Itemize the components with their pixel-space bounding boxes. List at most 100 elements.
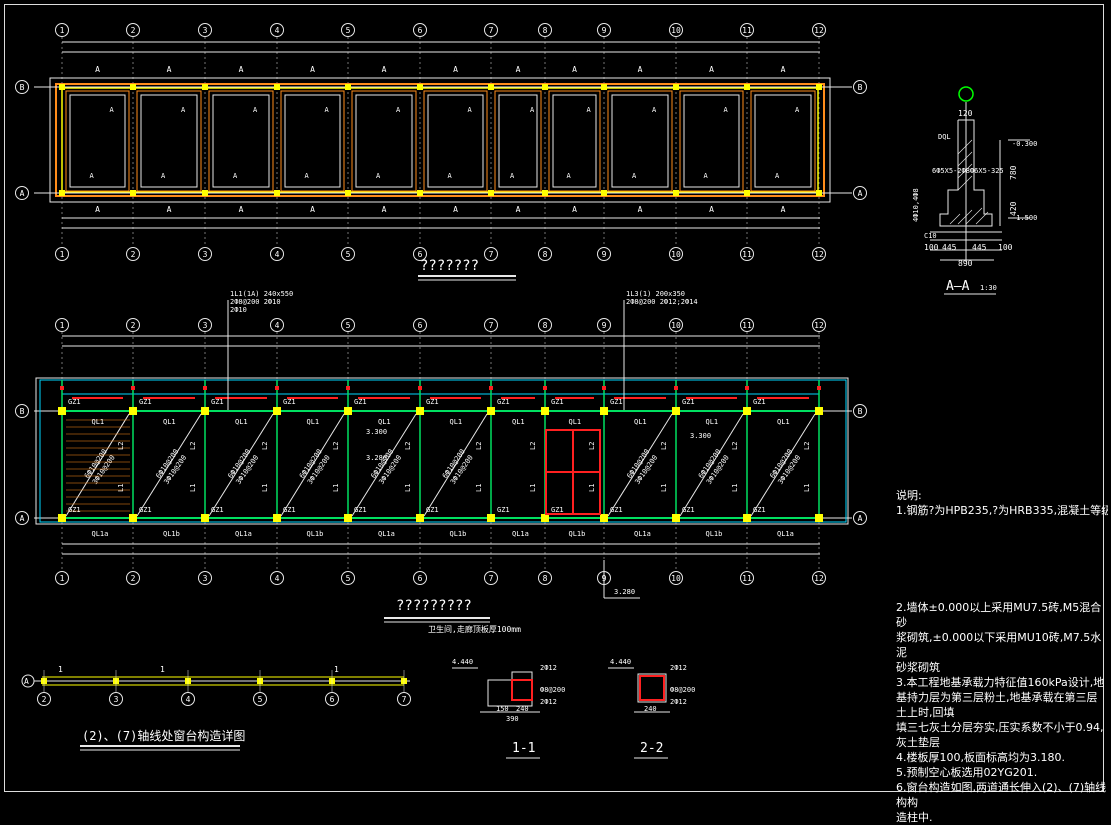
top-bay-2 — [140, 94, 198, 188]
top-axis-9-top-label: 9 — [602, 26, 607, 35]
top-axis-4-top: 4 — [270, 23, 284, 37]
top-column-a-8 — [542, 190, 548, 196]
top-column-a-10 — [673, 190, 679, 196]
top-axis-2-bottom-label: 2 — [131, 250, 136, 259]
top-bay-edge-9 — [607, 90, 673, 192]
callout-right-1: 1L3(1) 200x350 — [626, 290, 685, 298]
s22-rebar-bottom: 2Ф12 — [670, 698, 687, 706]
top-axis-B-right: B — [853, 80, 867, 94]
aa-dim-100a: 100 — [924, 243, 939, 252]
top-column-a-6 — [417, 190, 423, 196]
top-axis-3-bottom: 3 — [198, 247, 212, 261]
label-ql1-3: QL1 — [235, 418, 248, 426]
label-gz1-top-2: GZ1 — [139, 398, 152, 406]
elevation-1: 3.300 — [366, 428, 387, 436]
floor-axis-B-left: B — [15, 404, 29, 418]
note-line-5: 3.本工程地基承载力特征值160kPa设计,地 — [896, 676, 1105, 689]
floor-axis-12-top: 12 — [812, 318, 826, 332]
top-column-a-7 — [488, 190, 494, 196]
floor-axis-1-bottom-label: 1 — [60, 574, 65, 583]
top-plan-title: ??????? — [420, 258, 479, 274]
floor-axis-4-bottom: 4 — [270, 571, 284, 585]
top-axis-1-top: 1 — [55, 23, 69, 37]
top-mark-inner-4: A — [325, 106, 330, 114]
top-plan-labels: AAAAAAAAAAAAAAAAAAAAAAAAAAAAAAAAAAAAAAAA… — [90, 65, 801, 214]
floor-axis-12-bottom-label: 12 — [814, 574, 824, 583]
top-mark-lower-2: A — [161, 172, 166, 180]
floor-axis-6-top: 6 — [413, 318, 427, 332]
floor-column-a-1 — [58, 514, 66, 522]
top-mark-top-3: A — [239, 65, 244, 74]
label-gz1-bottom-10: GZ1 — [682, 506, 695, 514]
floor-axis-11-bottom-label: 11 — [742, 574, 752, 583]
floor-axis-2-top-label: 2 — [131, 321, 136, 330]
top-column-b-6 — [417, 84, 423, 90]
top-axis-1-top-label: 1 — [60, 26, 65, 35]
top-mark-top-8: A — [572, 65, 577, 74]
label-gz1-bottom-2: GZ1 — [139, 506, 152, 514]
top-mark-lower-4: A — [305, 172, 310, 180]
floor-column-b-3 — [201, 407, 209, 415]
hatch — [949, 139, 989, 225]
aa-text-c10: C10 — [924, 232, 937, 240]
label-gz1-top-4: GZ1 — [283, 398, 296, 406]
top-mark-lower-10: A — [704, 172, 709, 180]
label-ql1-2: QL1 — [163, 418, 176, 426]
aa-dim-445a: 445 — [942, 243, 957, 252]
label-l2-1: L2 — [117, 442, 125, 450]
floor-post-12 — [817, 386, 821, 390]
floor-axis-A-right: A — [853, 511, 867, 525]
s11-top: 4.440 — [452, 658, 473, 666]
floor-axis-1-bottom: 1 — [55, 571, 69, 585]
floor-axis-12-bottom: 12 — [812, 571, 826, 585]
floor-post-5 — [346, 386, 350, 390]
detail-axis-5-label: 5 — [258, 695, 263, 704]
floor-axis-5-bottom-label: 5 — [346, 574, 351, 583]
detail-cut-mark-3: 1 — [334, 665, 339, 674]
floor-column-b-7 — [487, 407, 495, 415]
top-bay-edge-3 — [208, 90, 274, 192]
top-bay-6 — [427, 94, 484, 188]
note-line-9: 5.预制空心板选用02YG201. — [896, 766, 1038, 779]
note-line-3: 浆砌筑,±0.000以下采用MU10砖,M7.5水泥 — [896, 631, 1102, 659]
aa-level-1: -0.300 — [1012, 140, 1037, 148]
top-axis-9-top: 9 — [597, 23, 611, 37]
top-axis-A-right-label: A — [858, 189, 863, 198]
label-ql1-8: QL1 — [569, 418, 582, 426]
top-plan-bays — [59, 84, 822, 196]
floor-column-b-2 — [129, 407, 137, 415]
floor-column-b-5 — [344, 407, 352, 415]
elevation-3: 3.300 — [690, 432, 711, 440]
detail-axis-4-label: 4 — [186, 695, 191, 704]
detail-axis-2-label: 2 — [42, 695, 47, 704]
floor-axis-2-bottom: 2 — [126, 571, 140, 585]
floor-axis-12-top-label: 12 — [814, 321, 824, 330]
top-mark-bottom-2: A — [167, 205, 172, 214]
top-mark-inner-7: A — [530, 106, 535, 114]
notes-top: 说明: 1.钢筋?为HPB235,?为HRB335,混凝土等级为C — [896, 488, 1108, 518]
label-l1-11: L1 — [803, 484, 811, 492]
top-axis-6-bottom-label: 6 — [418, 250, 423, 259]
top-bay-edge-8 — [548, 90, 601, 192]
top-mark-inner-9: A — [652, 106, 657, 114]
top-mark-bottom-1: A — [95, 205, 100, 214]
floor-axis-2-bottom-label: 2 — [131, 574, 136, 583]
floor-axis-3-top-label: 3 — [203, 321, 208, 330]
aa-text-dql: DQL — [938, 133, 951, 141]
floor-column-a-7 — [487, 514, 495, 522]
floor-axis-8-top-label: 8 — [543, 321, 548, 330]
notes-heading: 说明: — [896, 489, 922, 502]
top-column-a-1 — [59, 190, 65, 196]
floor-outline — [39, 379, 847, 523]
floor-column-a-3 — [201, 514, 209, 522]
label-gz1-bottom-3: GZ1 — [211, 506, 224, 514]
label-gz1-bottom-5: GZ1 — [354, 506, 367, 514]
top-axis-7-bottom: 7 — [484, 247, 498, 261]
top-mark-inner-10: A — [724, 106, 729, 114]
label-ql1-bottom-4: QL1b — [307, 530, 324, 538]
top-bay-edge-11 — [750, 90, 816, 192]
top-bay-7 — [498, 94, 538, 188]
top-axis-1-bottom-label: 1 — [60, 250, 65, 259]
